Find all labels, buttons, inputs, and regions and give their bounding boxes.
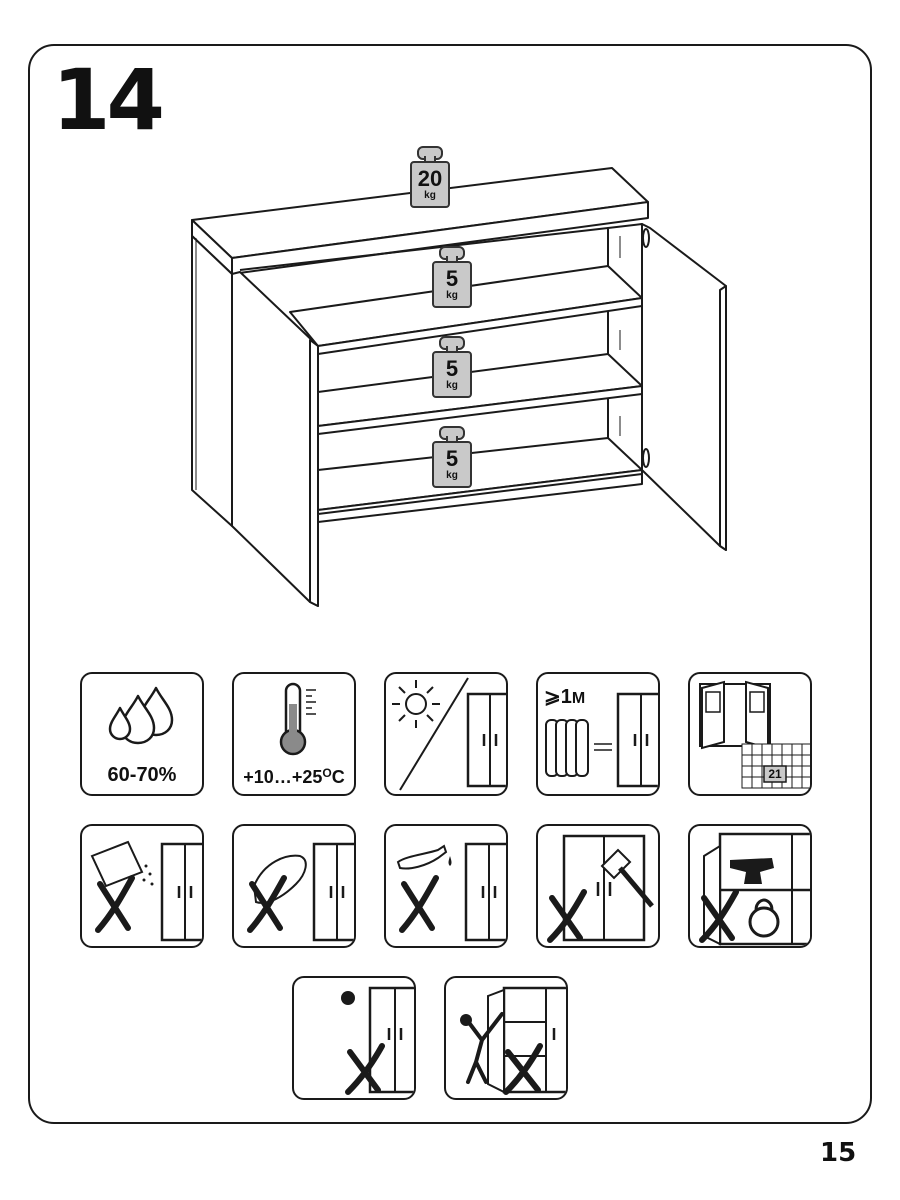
weight-top: 20 kg bbox=[410, 146, 450, 208]
no-wet-sponge-icon bbox=[247, 842, 354, 942]
temperature-range: +10…+25 bbox=[243, 767, 323, 787]
cabinet-illustration: 20 kg 5 kg 5 kg 5 kg bbox=[180, 140, 740, 620]
distance-label: ⩾1M bbox=[544, 684, 585, 709]
no-heavy-objects-icon bbox=[699, 832, 810, 946]
no-polish-icon bbox=[396, 842, 506, 942]
weight-top-unit: kg bbox=[424, 190, 436, 201]
temperature-label: +10…+25OC bbox=[234, 766, 354, 788]
page-number: 15 bbox=[820, 1138, 857, 1168]
no-hammer-tile bbox=[536, 824, 660, 948]
checklist-day-label: 21 bbox=[768, 767, 782, 781]
temperature-unit: C bbox=[331, 767, 345, 787]
heater-distance-tile: ⩾1M bbox=[536, 672, 660, 796]
distance-value: 1 bbox=[560, 686, 572, 708]
no-powder-cleaner-icon bbox=[90, 840, 202, 942]
humidity-label: 60-70% bbox=[107, 764, 177, 786]
weight-shelf-1-unit: kg bbox=[446, 290, 458, 301]
window-checklist-icon bbox=[699, 680, 810, 789]
weight-shelf-3-value: 5 bbox=[445, 446, 459, 471]
step-number: 14 bbox=[52, 51, 165, 149]
droplets-icon bbox=[108, 686, 174, 745]
no-sunlight-tile bbox=[384, 672, 508, 796]
weight-shelf-2: 5 kg bbox=[432, 336, 472, 398]
humidity-tile: 60-70% bbox=[80, 672, 204, 796]
sun-cabinet-icon bbox=[392, 677, 506, 791]
no-abrasive-cleaner-tile bbox=[80, 824, 204, 948]
weight-shelf-2-unit: kg bbox=[446, 380, 458, 391]
no-hammer-icon bbox=[547, 834, 654, 943]
no-climbing-tile bbox=[444, 976, 568, 1100]
temperature-tile: +10…+25OC bbox=[232, 672, 356, 796]
weight-shelf-3-unit: kg bbox=[446, 470, 458, 481]
distance-unit: M bbox=[571, 690, 586, 707]
temperature-degree: O bbox=[322, 766, 332, 780]
distance-symbol: ⩾ bbox=[544, 686, 561, 708]
no-climbing-icon bbox=[460, 986, 566, 1095]
weight-shelf-3: 5 kg bbox=[432, 426, 472, 488]
no-child-icon bbox=[341, 986, 414, 1095]
weight-top-value: 20 bbox=[417, 166, 443, 191]
ventilation-tile: 21 bbox=[688, 672, 812, 796]
no-overload-tile bbox=[688, 824, 812, 948]
no-wet-cloth-tile bbox=[232, 824, 356, 948]
cabinet-drawing bbox=[191, 167, 727, 607]
thermometer-icon bbox=[279, 682, 316, 756]
no-oil-tile bbox=[384, 824, 508, 948]
weight-shelf-1: 5 kg bbox=[432, 246, 472, 308]
no-child-hanging-tile bbox=[292, 976, 416, 1100]
heater-icon bbox=[545, 692, 658, 788]
instruction-frame bbox=[28, 44, 872, 1124]
weight-shelf-2-value: 5 bbox=[445, 356, 459, 381]
weight-shelf-1-value: 5 bbox=[445, 266, 459, 291]
